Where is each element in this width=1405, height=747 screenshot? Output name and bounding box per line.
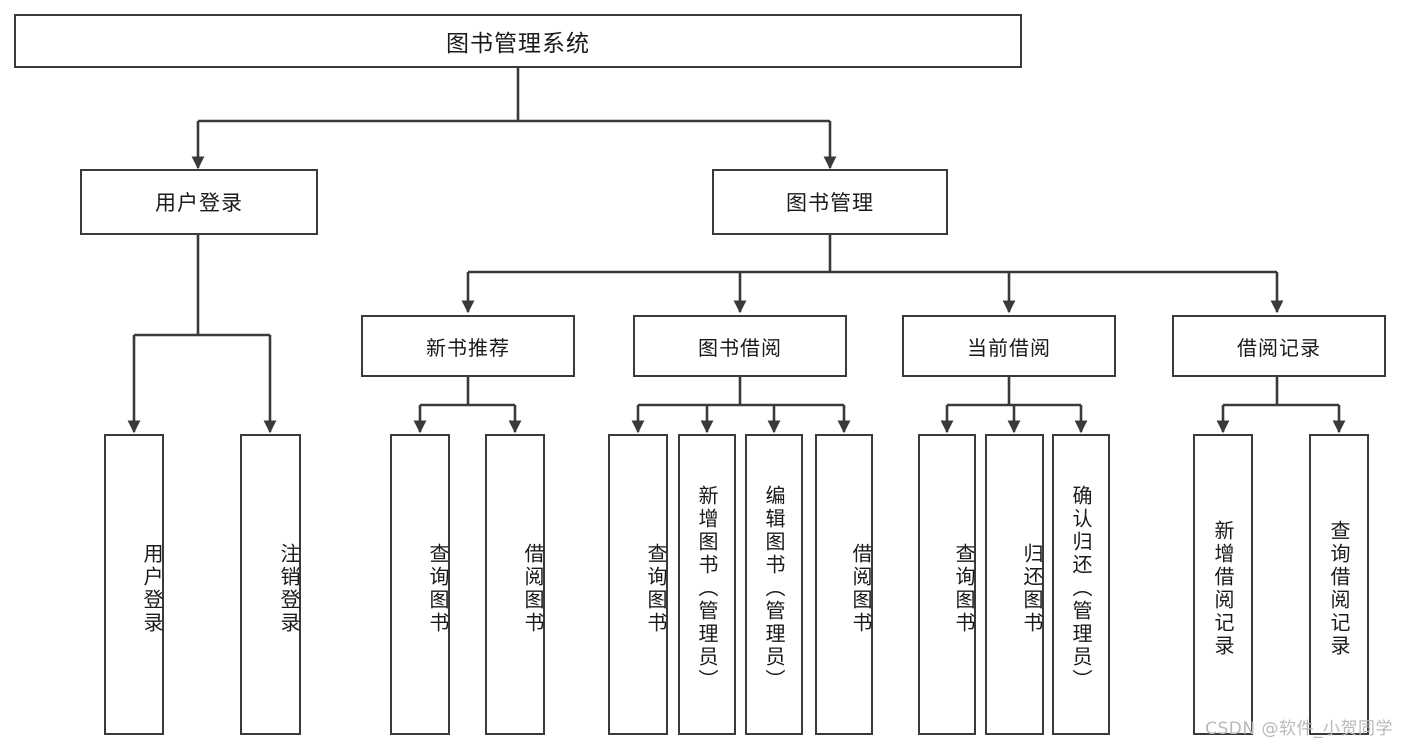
node-root[interactable]: 图书管理系统: [14, 14, 1022, 68]
csdn-watermark: CSDN @软件_小贺同学: [1205, 719, 1393, 739]
leaf-borrow-book-new[interactable]: 借阅图书: [485, 434, 545, 735]
node-new-book-recommend[interactable]: 新书推荐: [361, 315, 575, 377]
leaf-query-book-new[interactable]: 查询图书: [390, 434, 450, 735]
leaf-edit-book[interactable]: 编辑图书（管理员）: [745, 434, 803, 735]
node-borrow-record[interactable]: 借阅记录: [1172, 315, 1386, 377]
node-book-borrow[interactable]: 图书借阅: [633, 315, 847, 377]
node-user-login[interactable]: 用户登录: [80, 169, 318, 235]
leaf-add-borrow-record[interactable]: 新增借阅记录: [1193, 434, 1253, 735]
leaf-query-book-borrow[interactable]: 查询图书: [608, 434, 668, 735]
leaf-query-book-current[interactable]: 查询图书: [918, 434, 976, 735]
leaf-confirm-return[interactable]: 确认归还（管理员）: [1052, 434, 1110, 735]
leaf-add-book[interactable]: 新增图书（管理员）: [678, 434, 736, 735]
leaf-query-borrow-record[interactable]: 查询借阅记录: [1309, 434, 1369, 735]
node-book-management[interactable]: 图书管理: [712, 169, 948, 235]
leaf-borrow-book[interactable]: 借阅图书: [815, 434, 873, 735]
leaf-user-login[interactable]: 用户登录: [104, 434, 164, 735]
leaf-return-book[interactable]: 归还图书: [985, 434, 1044, 735]
leaf-logout-login[interactable]: 注销登录: [240, 434, 301, 735]
node-current-borrow[interactable]: 当前借阅: [902, 315, 1116, 377]
